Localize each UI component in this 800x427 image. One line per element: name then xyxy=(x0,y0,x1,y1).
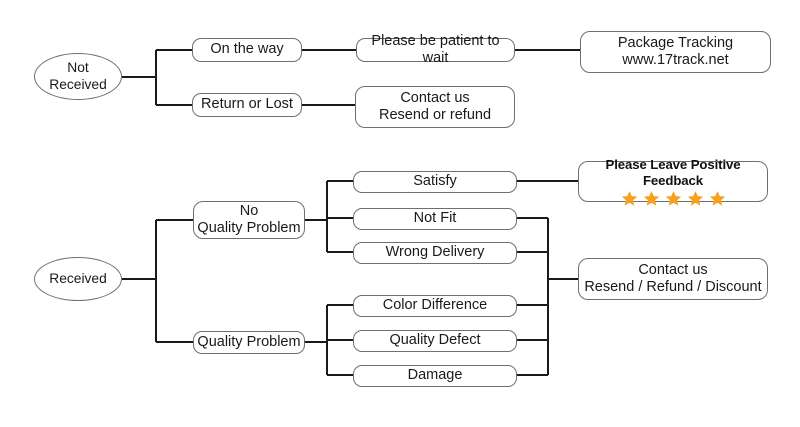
root-received-label: Received xyxy=(49,270,107,286)
result-be-patient-label: Please be patient to wait xyxy=(371,32,500,66)
option-color-difference: Color Difference xyxy=(353,295,517,317)
option-damage: Damage xyxy=(353,365,517,387)
star-icon xyxy=(643,190,659,206)
root-not-received: Not Received xyxy=(34,53,122,100)
root-not-received-label: Not Received xyxy=(49,60,107,92)
option-satisfy: Satisfy xyxy=(353,171,517,193)
group-quality-problem-label: Quality Problem xyxy=(197,333,301,350)
option-quality-defect: Quality Defect xyxy=(353,330,517,352)
option-return-or-lost: Return or Lost xyxy=(192,93,302,117)
outcome-contact-resend-refund-discount: Contact us Resend / Refund / Discount xyxy=(578,258,768,300)
star-icon xyxy=(665,190,681,206)
option-return-or-lost-label: Return or Lost xyxy=(201,96,293,113)
option-color-difference-label: Color Difference xyxy=(382,297,488,314)
option-not-fit: Not Fit xyxy=(353,208,517,230)
option-not-fit-label: Not Fit xyxy=(413,210,457,227)
option-on-the-way-label: On the way xyxy=(210,41,284,58)
outcome-positive-feedback: Please Leave Positive Feedback xyxy=(578,157,768,206)
rating-stars xyxy=(621,190,726,207)
detail-package-tracking-label: Package Tracking www.17track.net xyxy=(617,34,734,68)
option-wrong-delivery-label: Wrong Delivery xyxy=(385,244,485,261)
outcome-positive-feedback-title: Please Leave Positive Feedback xyxy=(605,157,741,188)
option-on-the-way: On the way xyxy=(192,38,302,62)
option-satisfy-label: Satisfy xyxy=(413,173,457,190)
result-contact-resend-refund-label: Contact us Resend or refund xyxy=(378,89,492,123)
group-no-quality-problem: No Quality Problem xyxy=(193,201,305,239)
option-quality-defect-label: Quality Defect xyxy=(389,332,481,349)
detail-package-tracking: Package Tracking www.17track.net xyxy=(580,31,771,73)
star-icon xyxy=(621,190,637,206)
result-contact-resend-refund: Contact us Resend or refund xyxy=(355,86,515,128)
root-received: Received xyxy=(34,257,122,301)
group-quality-problem: Quality Problem xyxy=(193,331,305,354)
group-no-quality-problem-label: No Quality Problem xyxy=(197,202,301,236)
option-damage-label: Damage xyxy=(407,367,463,384)
star-icon xyxy=(709,190,725,206)
star-icon xyxy=(687,190,703,206)
outcome-contact-label: Contact us Resend / Refund / Discount xyxy=(584,261,762,295)
option-wrong-delivery: Wrong Delivery xyxy=(353,242,517,264)
result-be-patient: Please be patient to wait xyxy=(356,33,515,66)
